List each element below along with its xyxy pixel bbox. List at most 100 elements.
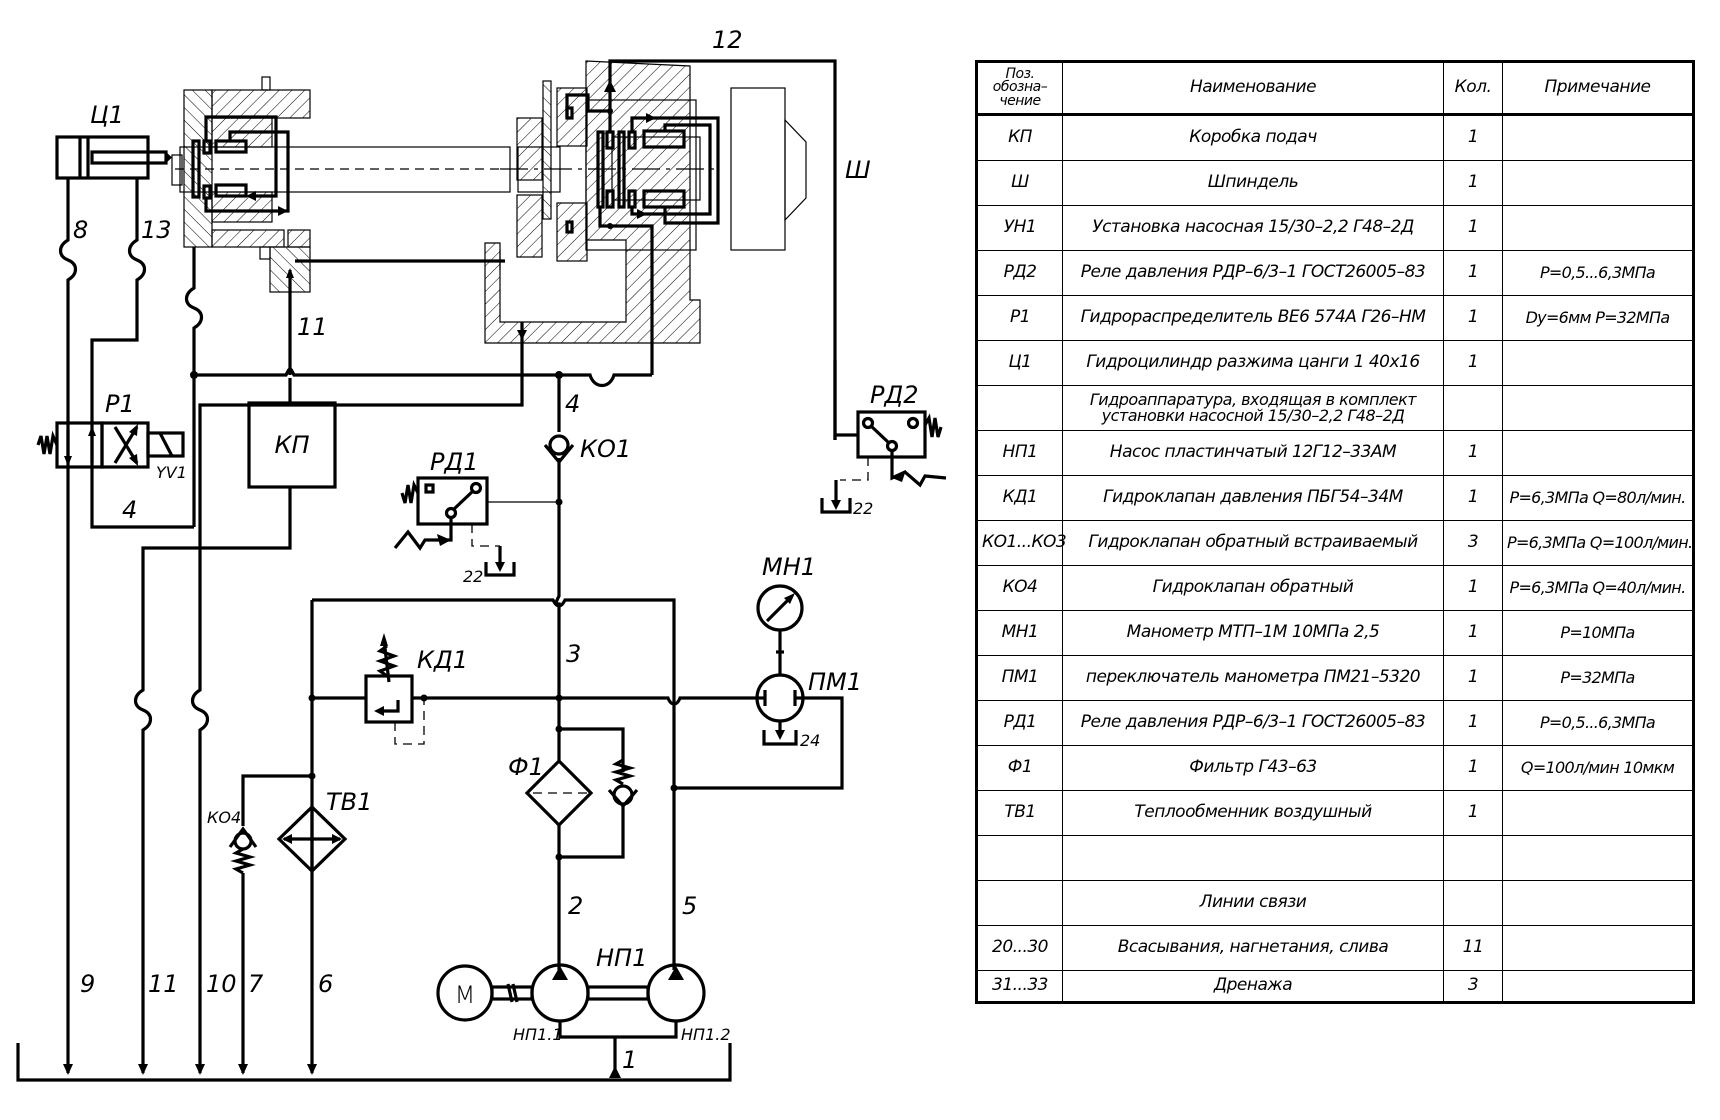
line-label-6: 6 — [318, 970, 333, 998]
table-header-row: Поз. обозна– чение Наименование Кол. При… — [976, 61, 1694, 116]
label-yv1: YV1 — [156, 463, 187, 482]
cell-qty: 1 — [1443, 250, 1503, 296]
cell-qty: 1 — [1443, 700, 1503, 746]
cell-pos: ПМ1 — [976, 655, 1063, 701]
label-f1: Ф1 — [508, 753, 544, 781]
manometer-mn1 — [756, 584, 804, 632]
cell-name: Манометр МТП–1М 10МПа 2,5 — [1062, 610, 1444, 656]
cell-note — [1502, 340, 1694, 386]
cell-note — [1502, 385, 1694, 431]
filter-bypass-bottom — [559, 806, 625, 859]
cell-note: Dy=6мм P=32МПа — [1502, 295, 1694, 341]
label-rd2: РД2 — [870, 381, 919, 409]
cell-pos: КД1 — [976, 475, 1063, 521]
cell-pos — [976, 835, 1063, 881]
drain-arrow-10 — [195, 1064, 205, 1075]
label-rd1: РД1 — [430, 448, 479, 476]
drain-arrow-11 — [138, 1064, 148, 1075]
cylinder-c1 — [55, 135, 172, 180]
line-label-7: 7 — [248, 970, 264, 998]
cell-note: P=6,3МПа Q=100л/мин. — [1502, 520, 1694, 566]
label-p1: Р1 — [105, 390, 135, 418]
pump-np1 — [530, 963, 706, 1078]
cell-qty: 1 — [1443, 160, 1503, 206]
line-11-bottom — [133, 487, 292, 1073]
manometer-switch-pm1 — [755, 673, 805, 746]
cell-qty: 3 — [1443, 520, 1503, 566]
line-label-12: 12 — [712, 26, 743, 54]
motor: M — [436, 964, 534, 1022]
cell-name: Гидрораспределитель ВЕ6 574А Г26–НМ — [1062, 295, 1444, 341]
distributor-p1 — [36, 421, 185, 469]
line-label-3: 3 — [566, 640, 581, 668]
header-note: Примечание — [1502, 61, 1694, 116]
cell-note — [1502, 835, 1694, 881]
label-c1: Ц1 — [90, 101, 124, 129]
table-row: Гидроаппаратура, входящая в комплект уст… — [976, 385, 1694, 431]
label-kd1: КД1 — [417, 646, 468, 674]
drain-label-22-rd2: 22 — [853, 499, 873, 518]
line-label-2: 2 — [568, 892, 583, 920]
cell-qty: 1 — [1443, 745, 1503, 791]
pressure-bus — [194, 367, 652, 388]
cell-name: Линии связи — [1062, 880, 1444, 926]
cell-pos: РД2 — [976, 250, 1063, 296]
cell-pos: КО1...КО3 — [976, 520, 1067, 566]
line-label-11-bottom: 11 — [148, 970, 179, 998]
cell-name: Гидроаппаратура, входящая в комплект уст… — [1062, 385, 1444, 431]
cell-pos: Р1 — [976, 295, 1063, 341]
cell-note: P=0,5...6,3МПа — [1502, 700, 1694, 746]
return-loop-top — [312, 598, 676, 699]
line-10 — [190, 322, 524, 1073]
cell-pos: Ф1 — [976, 745, 1063, 791]
header-name: Наименование — [1062, 61, 1444, 116]
cell-qty: 1 — [1443, 205, 1503, 251]
motor-label: M — [455, 981, 476, 1009]
line-label-9: 9 — [80, 970, 95, 998]
cell-pos: НП1 — [976, 430, 1063, 476]
feed-box-kp — [247, 401, 337, 489]
cell-note — [1502, 160, 1694, 206]
cell-name: Теплообменник воздушный — [1062, 790, 1444, 836]
label-ko1: КО1 — [580, 435, 631, 463]
cell-note — [1502, 790, 1694, 836]
cell-name: Гидроклапан давления ПБГ54–34М — [1062, 475, 1444, 521]
cell-pos: Ш — [976, 160, 1063, 206]
cell-name: Гидроклапан обратный — [1062, 565, 1444, 611]
pressure-relay-rd2 — [820, 360, 947, 514]
cell-name: Шпиндель — [1062, 160, 1444, 206]
line-housing-return — [184, 247, 204, 527]
drain-label-22-rd1: 22 — [463, 567, 483, 586]
cell-pos — [976, 880, 1063, 926]
line-7-top — [241, 774, 312, 826]
filter-bypass-top — [559, 727, 625, 772]
line-label-1: 1 — [622, 1046, 637, 1074]
cell-note — [1502, 205, 1694, 251]
label-mn1: МН1 — [762, 553, 816, 581]
line-label-13: 13 — [141, 216, 172, 244]
cell-note — [1502, 430, 1694, 476]
cell-qty — [1443, 835, 1503, 881]
cell-note: P=32МПа — [1502, 655, 1694, 701]
cell-pos: РД1 — [976, 700, 1063, 746]
line-13 — [90, 178, 194, 529]
specification-table: Поз. обозна– чение Наименование Кол. При… — [975, 60, 1695, 1004]
cell-name: Коробка подач — [1062, 114, 1444, 161]
label-np1-1: НП1.1 — [513, 1025, 563, 1044]
collet-housing-left — [171, 76, 511, 293]
line-label-4: 4 — [565, 390, 580, 418]
line-label-5: 5 — [682, 892, 697, 920]
